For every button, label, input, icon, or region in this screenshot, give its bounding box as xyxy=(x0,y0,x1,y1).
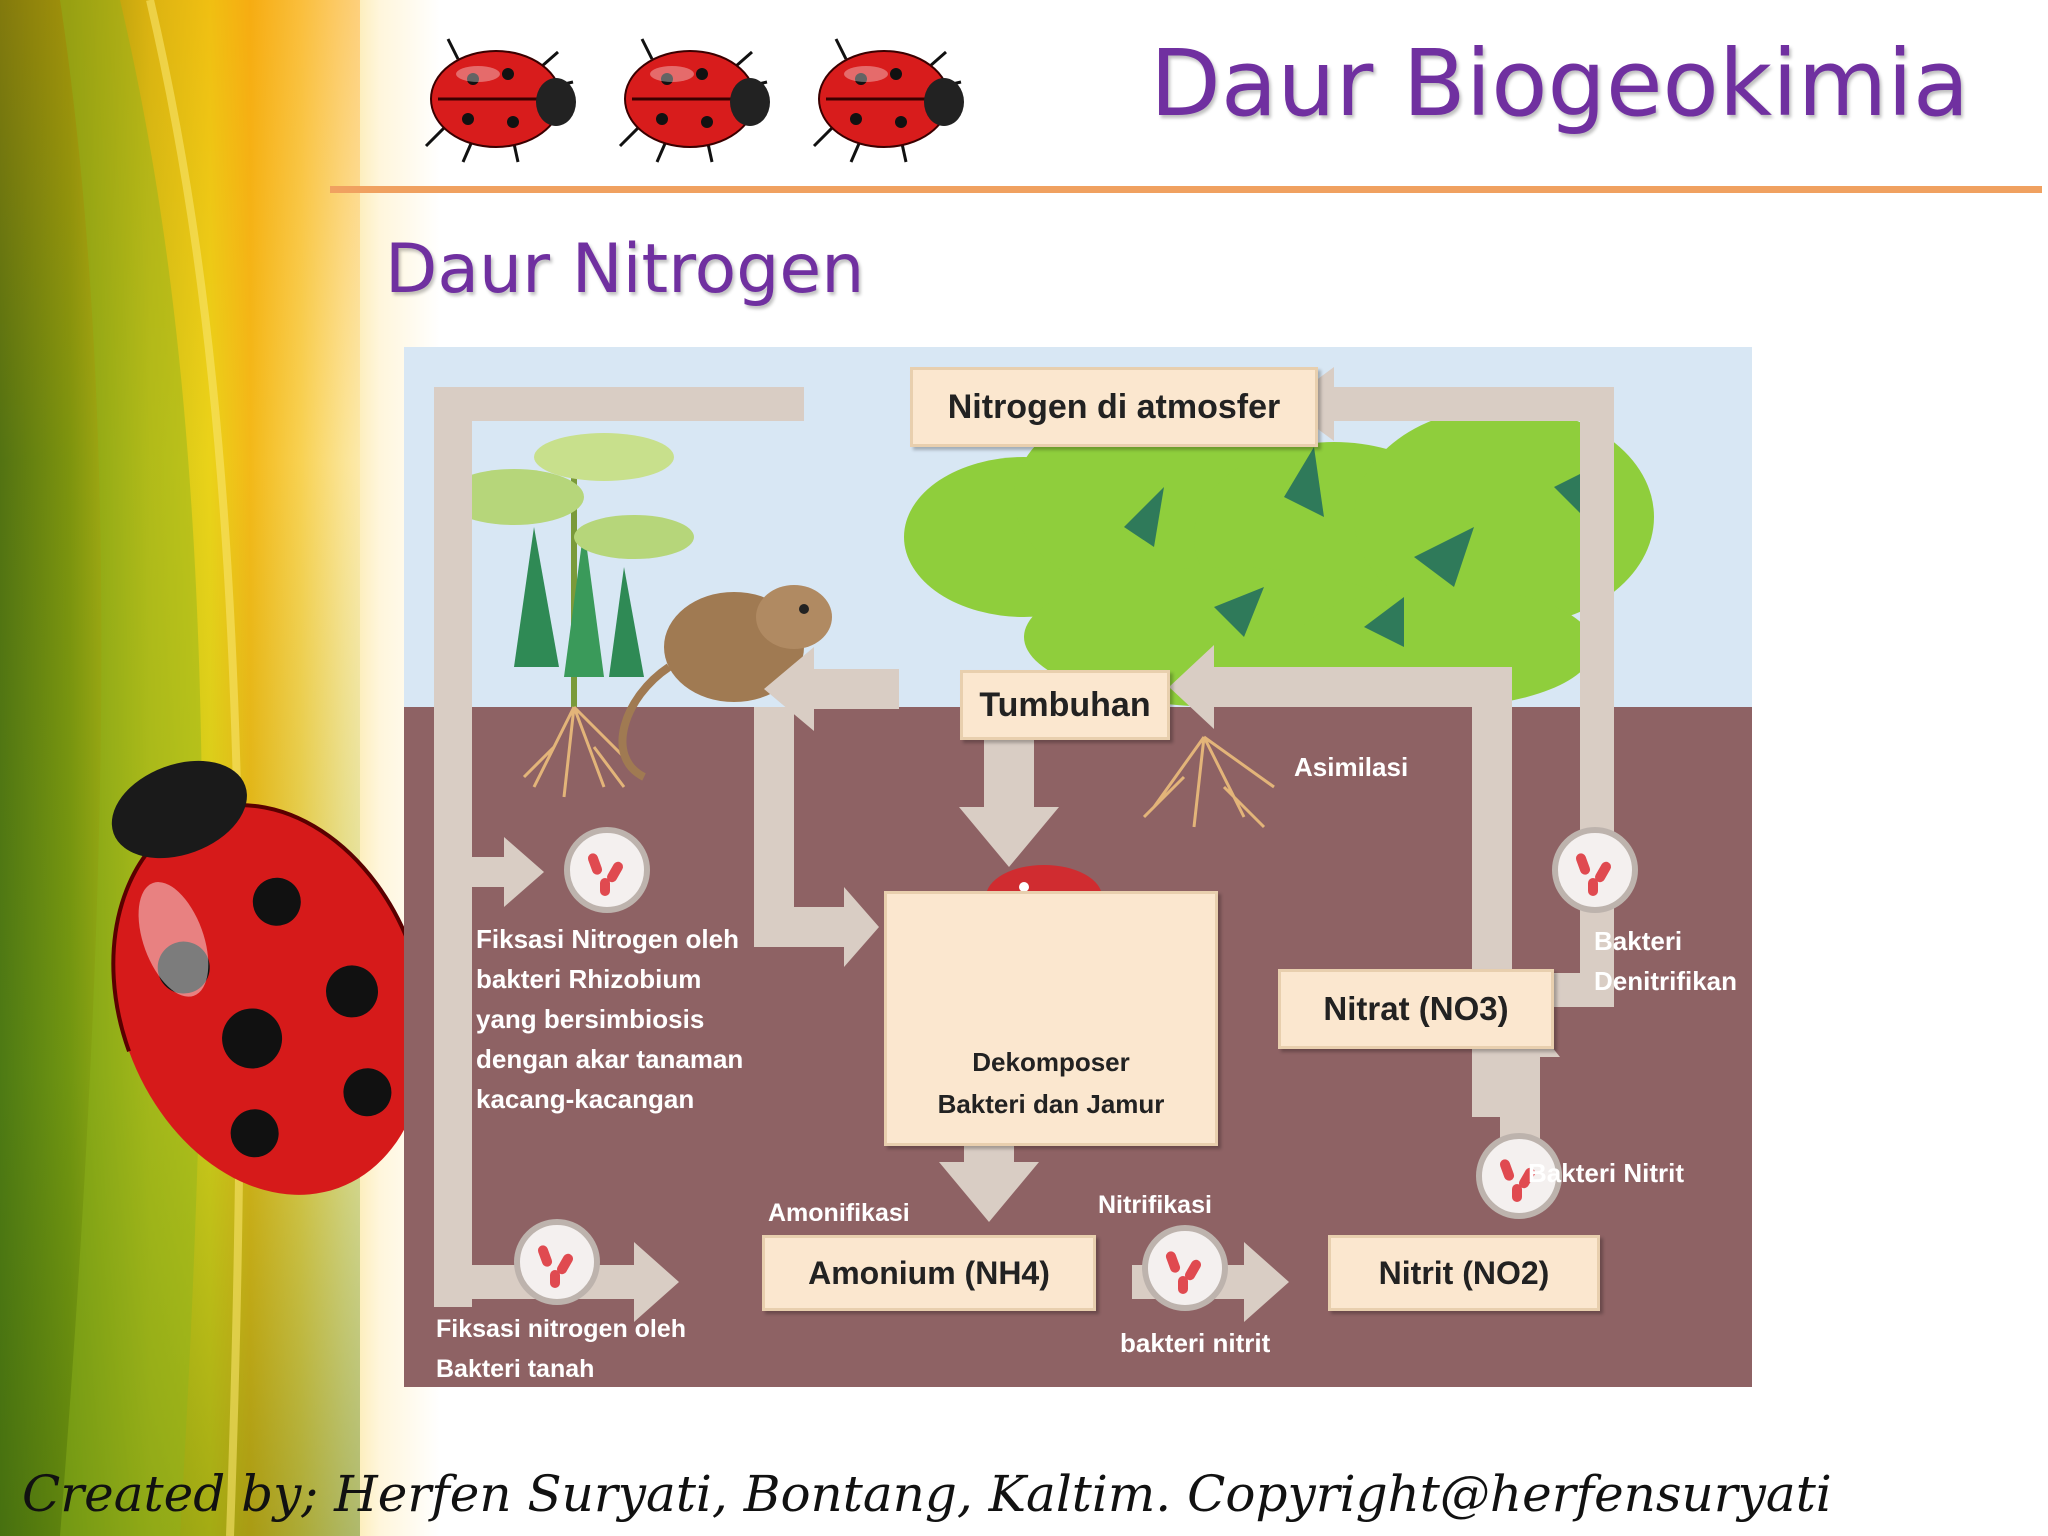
decomposer-title: Dekomposer xyxy=(972,1047,1130,1077)
atmosphere-box: Nitrogen di atmosfer xyxy=(910,367,1318,447)
nitrate-box: Nitrat (NO3) xyxy=(1278,969,1554,1049)
plant-icon xyxy=(444,433,694,707)
bacteria-circle-icon xyxy=(1476,1133,1562,1219)
footer-credit: Created by; Herfen Suryati, Bontang, Kal… xyxy=(22,1465,1832,1523)
ladybug-icon xyxy=(612,34,772,164)
header-divider xyxy=(330,186,2042,193)
roots xyxy=(522,705,1275,829)
plants-box: Tumbuhan xyxy=(960,670,1170,740)
ladybug-icon xyxy=(111,760,427,1195)
soil-bacteria-fixation-label: Fiksasi nitrogen oleh Bakteri tanah xyxy=(436,1315,687,1383)
rhizobium-fixation-label: Fiksasi Nitrogen oleh bakteri Rhizobium … xyxy=(476,924,744,1114)
denitrifying-bacteria-label: Bakteri Denitrifikan xyxy=(1594,926,1738,996)
section-title: Daur Nitrogen xyxy=(385,230,865,309)
bacteria-circle-icon xyxy=(1142,1225,1228,1311)
bacteria-circle-icon xyxy=(564,827,650,913)
ladybug-icon xyxy=(418,34,578,164)
nitrogen-cycle-diagram: Nitrogen di atmosfer Tumbuhan Dekomposer… xyxy=(404,347,1752,1387)
decomposer-box: Dekomposer Bakteri dan Jamur xyxy=(884,891,1218,1146)
assimilation-label: Asimilasi xyxy=(1294,752,1409,782)
nitrite-bacteria-label: Bakteri Nitrit xyxy=(1528,1158,1685,1188)
ladybug-leaf-illustration xyxy=(60,0,427,1536)
nitrite-box: Nitrit (NO2) xyxy=(1328,1235,1600,1311)
decomposer-subtitle: Bakteri dan Jamur xyxy=(937,1089,1165,1119)
nitrite-bacteria-lower-label: bakteri nitrit xyxy=(1120,1328,1271,1358)
mouse-icon xyxy=(618,585,832,781)
bacteria-circle-icon xyxy=(1552,827,1638,913)
page-title: Daur Biogeokimia xyxy=(1150,30,1970,137)
nitrification-label: Nitrifikasi xyxy=(1098,1191,1212,1219)
left-decorative-strip xyxy=(0,0,440,1536)
ammonification-label: Amonifikasi xyxy=(768,1199,910,1227)
plant-icon xyxy=(904,397,1654,707)
bacteria-circle-icon xyxy=(514,1219,600,1305)
ladybug-icon xyxy=(806,34,966,164)
ammonium-box: Amonium (NH4) xyxy=(762,1235,1096,1311)
